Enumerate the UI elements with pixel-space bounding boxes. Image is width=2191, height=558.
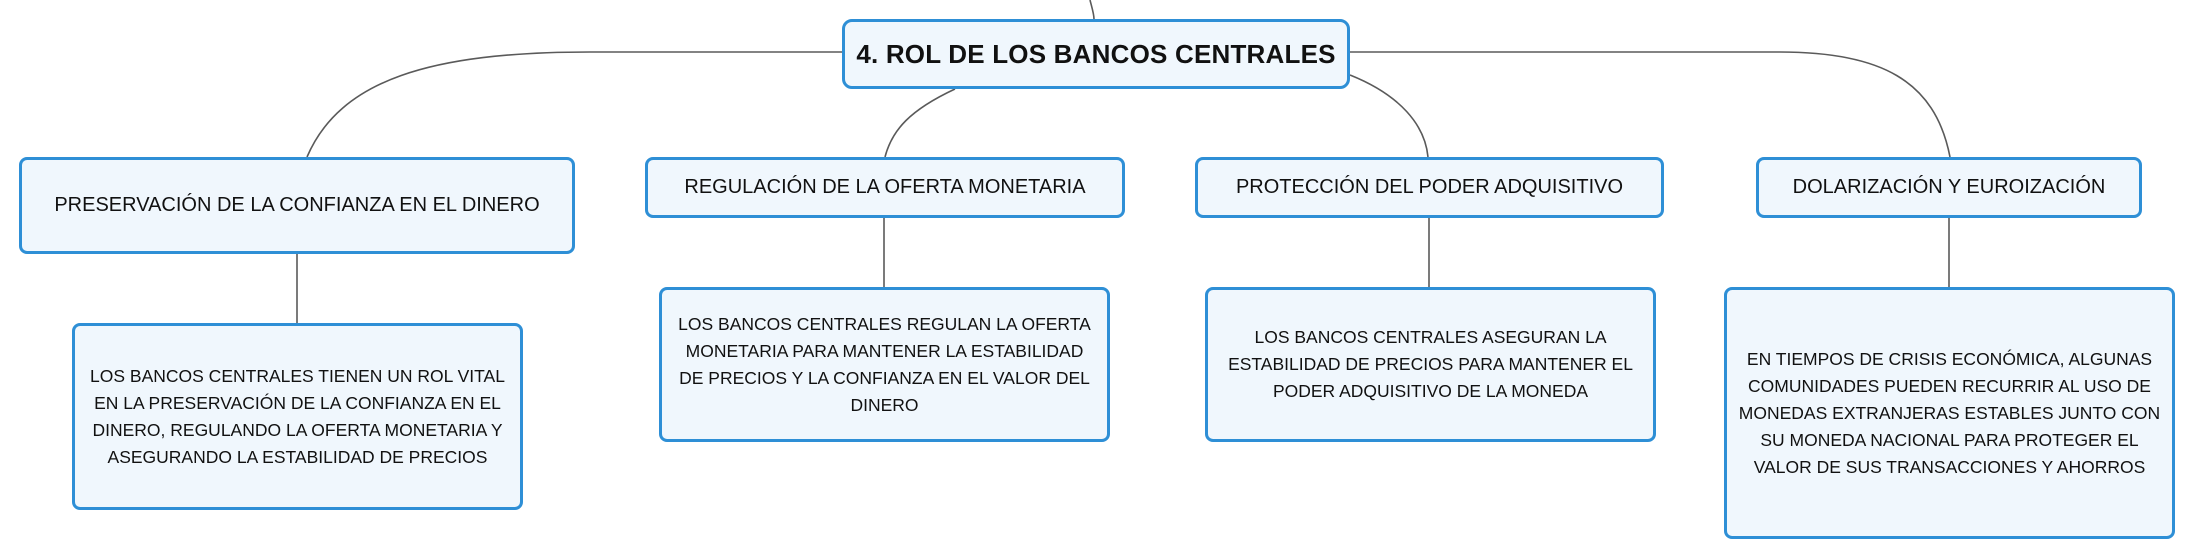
subtopic-regulacion-oferta[interactable]: LOS BANCOS CENTRALES REGULAN LA OFERTA M… xyxy=(659,287,1110,442)
topic-regulacion-oferta[interactable]: REGULACIÓN DE LA OFERTA MONETARIA xyxy=(645,157,1125,218)
topic-label: PROTECCIÓN DEL PODER ADQUISITIVO xyxy=(1235,176,1624,198)
subtopic-dolarizacion-euroizacion[interactable]: EN TIEMPOS DE CRISIS ECONÓMICA, ALGUNAS … xyxy=(1724,287,2175,539)
subtopic-text: LOS BANCOS CENTRALES REGULAN LA OFERTA M… xyxy=(678,313,1091,415)
connector-parent-to-root xyxy=(1089,0,1095,20)
topic-label: REGULACIÓN DE LA OFERTA MONETARIA xyxy=(684,176,1086,198)
topic-label: DOLARIZACIÓN Y EUROIZACIÓN xyxy=(1792,176,2106,198)
subtopic-text: LOS BANCOS CENTRALES TIENEN UN ROL VITAL… xyxy=(90,365,505,467)
subtopic-text: EN TIEMPOS DE CRISIS ECONÓMICA, ALGUNAS … xyxy=(1738,348,2161,477)
connector-root-to-branch-2 xyxy=(884,88,956,158)
subtopic-preservacion-confianza[interactable]: LOS BANCOS CENTRALES TIENEN UN ROL VITAL… xyxy=(72,323,523,510)
topic-dolarizacion-euroizacion[interactable]: DOLARIZACIÓN Y EUROIZACIÓN xyxy=(1756,157,2142,218)
central-topic[interactable]: 4. ROL DE LOS BANCOS CENTRALES xyxy=(842,19,1350,89)
connector-root-to-branch-4 xyxy=(1350,51,1951,158)
connector-root-to-branch-1 xyxy=(306,51,842,158)
topic-proteccion-poder-adquisitivo[interactable]: PROTECCIÓN DEL PODER ADQUISITIVO xyxy=(1195,157,1664,218)
subtopic-text: LOS BANCOS CENTRALES ASEGURAN LA ESTABIL… xyxy=(1228,327,1633,401)
central-topic-label: 4. ROL DE LOS BANCOS CENTRALES xyxy=(856,38,1336,69)
topic-preservacion-confianza[interactable]: PRESERVACIÓN DE LA CONFIANZA EN EL DINER… xyxy=(19,157,575,254)
connector-root-to-branch-3 xyxy=(1349,74,1429,158)
topic-label: PRESERVACIÓN DE LA CONFIANZA EN EL DINER… xyxy=(54,194,540,216)
subtopic-proteccion-poder-adquisitivo[interactable]: LOS BANCOS CENTRALES ASEGURAN LA ESTABIL… xyxy=(1205,287,1656,442)
